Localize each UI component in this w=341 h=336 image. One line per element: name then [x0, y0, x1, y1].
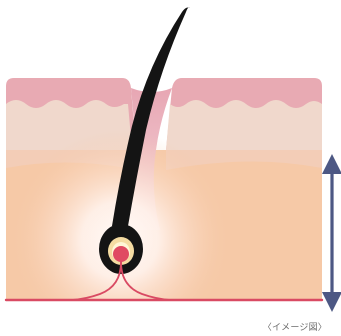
image-caption: 〈イメージ図〉 [263, 323, 327, 334]
follicle-glow [6, 120, 322, 300]
double-vertical-arrow-icon [322, 154, 341, 312]
dermal-papilla [113, 246, 129, 262]
